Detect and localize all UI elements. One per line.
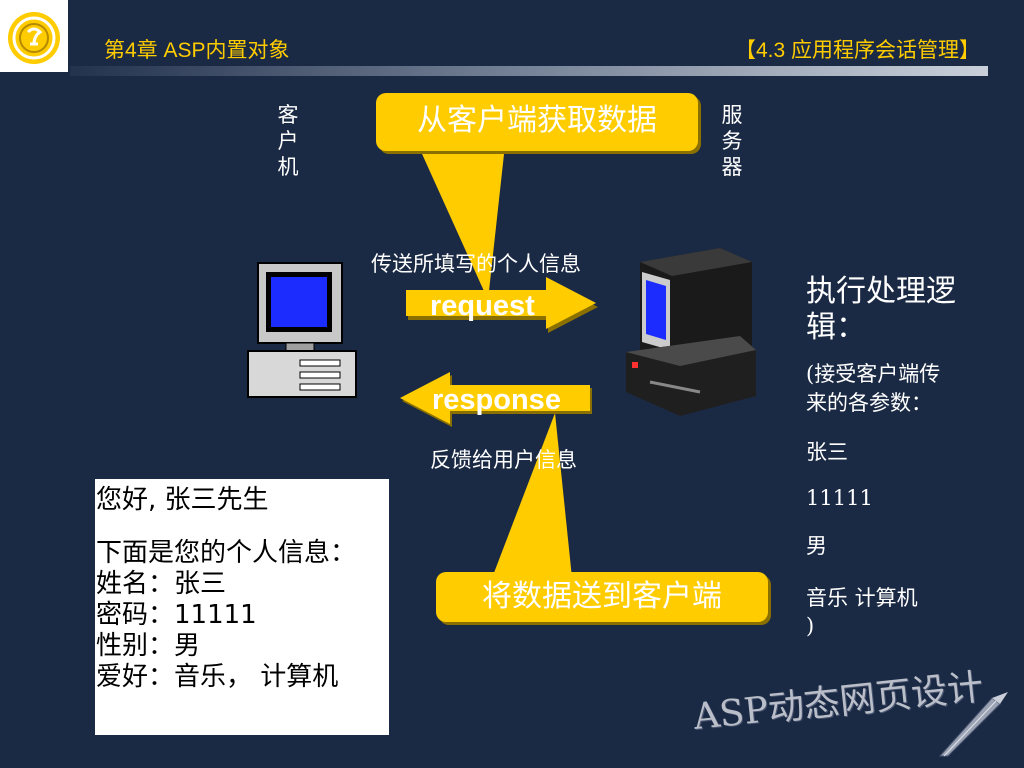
send-info-label: 传送所填写的个人信息 bbox=[371, 252, 581, 276]
param-name: 张三 bbox=[806, 440, 848, 464]
section-title: 【4.3 应用程序会话管理】 bbox=[734, 39, 980, 62]
server-computer-icon bbox=[626, 248, 756, 416]
logo-emblem-icon bbox=[8, 12, 60, 64]
params-close: ) bbox=[806, 614, 815, 638]
server-label: 服务器 bbox=[721, 103, 743, 179]
result-box: 您好, 张三先生 下面是您的个人信息： 姓名：张三 密码：11111 性别：男 … bbox=[95, 479, 389, 735]
param-password: 11111 bbox=[806, 486, 873, 510]
client-label: 客户机 bbox=[277, 103, 299, 179]
info-title-line: 下面是您的个人信息： bbox=[96, 538, 357, 568]
bottom-callout-pointer bbox=[492, 413, 572, 578]
header-rule bbox=[70, 66, 988, 76]
greeting-line: 您好, 张三先生 bbox=[96, 485, 269, 515]
name-line: 姓名：张三 bbox=[96, 569, 227, 599]
param-hobbies: 音乐 计算机 bbox=[806, 586, 918, 610]
request-arrow bbox=[406, 277, 598, 333]
bottom-callout-text: 将数据送到客户端 bbox=[482, 579, 722, 614]
logo bbox=[0, 0, 68, 72]
top-callout-pointer bbox=[418, 145, 505, 300]
hobby-line: 爱好：音乐， 计算机 bbox=[96, 662, 339, 692]
top-callout-text: 从客户端获取数据 bbox=[417, 103, 657, 138]
top-callout: 从客户端获取数据 bbox=[376, 93, 698, 151]
client-computer-icon bbox=[247, 262, 357, 398]
response-label: response bbox=[432, 384, 561, 416]
request-label: request bbox=[430, 290, 535, 322]
bottom-callout: 将数据送到客户端 bbox=[436, 572, 768, 622]
quill-icon bbox=[938, 692, 1008, 757]
side-panel: 执行处理逻辑： (接受客户端传来的各参数： 张三 11111 男 音乐 计算机 … bbox=[806, 274, 956, 638]
gender-line: 性别：男 bbox=[96, 631, 201, 661]
feedback-label: 反馈给用户信息 bbox=[430, 448, 577, 472]
response-arrow bbox=[400, 372, 592, 427]
logic-title: 执行处理逻辑： bbox=[806, 274, 956, 345]
params-intro: (接受客户端传来的各参数： bbox=[806, 362, 941, 415]
chapter-title: 第4章 ASP内置对象 bbox=[104, 39, 290, 62]
header-bar bbox=[0, 0, 1024, 72]
password-line: 密码：11111 bbox=[96, 600, 257, 630]
param-gender: 男 bbox=[806, 534, 827, 558]
